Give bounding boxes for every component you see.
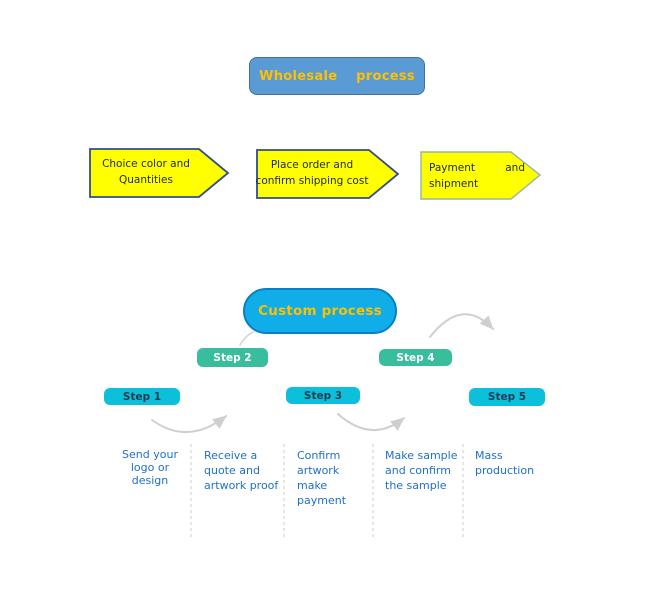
step-4-box: Step 4 xyxy=(379,349,452,366)
step-2-box: Step 2 xyxy=(197,348,268,367)
wholesale-title-box: Wholesale process xyxy=(249,57,425,95)
step-5-note: Mass production xyxy=(475,449,535,477)
connector-arc-ellipse-tail xyxy=(239,331,254,346)
arrow-shape-place-order xyxy=(256,149,400,199)
payment-word: Payment xyxy=(429,162,475,174)
and-word: and xyxy=(505,162,525,174)
arrow-label-payment-line1: Payment and xyxy=(429,160,525,176)
arrow-label-payment: Payment and shipment xyxy=(429,160,525,192)
custom-process-title: Custom process xyxy=(258,303,382,319)
step-2-note: Receive a quote and artwork proof xyxy=(204,449,279,492)
arrow-label-payment-line2: shipment xyxy=(429,178,479,190)
connector-arc-step3-step4 xyxy=(337,413,405,432)
step-3-box: Step 3 xyxy=(286,387,360,404)
arrow-label-choice-color: Choice color and Quantities xyxy=(102,158,190,186)
step-1-note: Send your logo or design xyxy=(122,448,178,487)
step-3-note: Confirm artwork make payment xyxy=(297,449,347,507)
arrow-shape-payment xyxy=(420,151,542,200)
step-4-note: Make sample and confirm the sample xyxy=(385,449,458,492)
arrow-label-place-order: Place order and confirm shipping cost xyxy=(255,159,369,187)
custom-process-ellipse: Custom process xyxy=(243,288,397,334)
arrow-shape-choice-color xyxy=(89,148,230,198)
step-1-box: Step 1 xyxy=(104,388,180,405)
connector-arc-step1-step2 xyxy=(151,415,227,433)
step-5-box: Step 5 xyxy=(469,388,545,406)
connector-arc-step4-step5 xyxy=(429,313,494,338)
wholesale-title: Wholesale process xyxy=(259,68,415,84)
